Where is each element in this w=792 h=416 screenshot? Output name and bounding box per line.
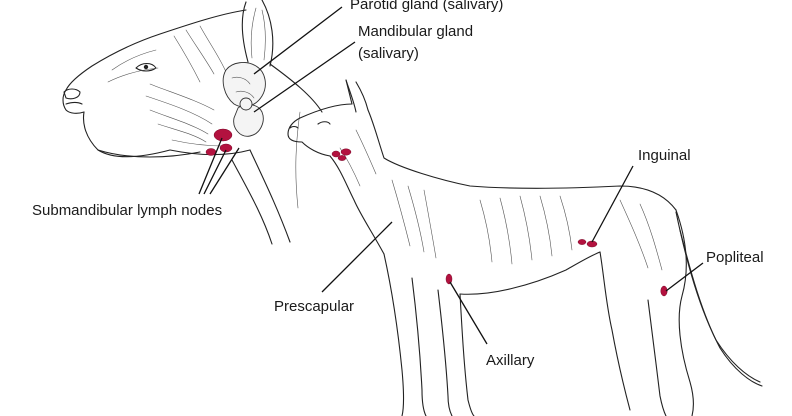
leader-submandibular-3 [209,147,240,195]
leader-submandibular-2 [203,149,227,195]
leader-inguinal [591,165,634,243]
label-inguinal: Inguinal [638,147,691,164]
dog-body [287,79,763,416]
head-detail [62,0,323,245]
leader-submandibular-1 [198,137,223,195]
label-popliteal: Popliteal [706,249,764,266]
leader-prescapular [321,221,393,293]
leader-popliteal [665,262,704,292]
leader-parotid [253,6,343,75]
label-mandibular-gland-line2: (salivary) [358,45,419,62]
leader-lines [198,6,704,345]
label-prescapular: Prescapular [274,298,355,315]
leader-mandibular [253,41,356,113]
label-submandibular-lymph-nodes: Submandibular lymph nodes [32,202,223,219]
label-parotid-gland: Parotid gland (salivary) [350,0,504,13]
label-mandibular-gland-line1: Mandibular gland [358,23,474,40]
leader-axillary [449,281,488,345]
label-axillary: Axillary [486,352,535,369]
